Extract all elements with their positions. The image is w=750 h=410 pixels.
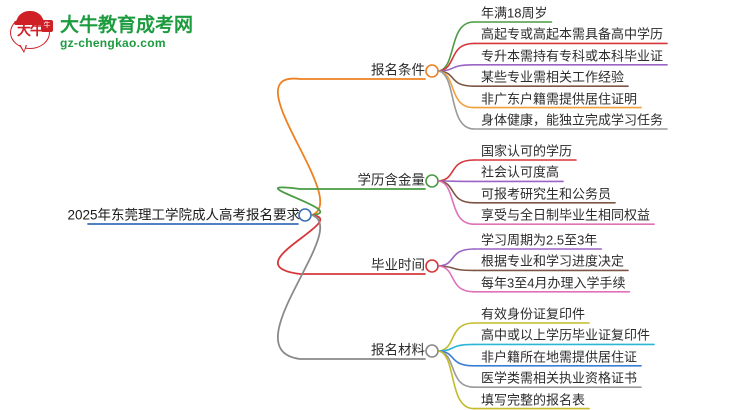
logo-title: 大牛教育成考网 xyxy=(60,14,194,36)
logo-cap-shape xyxy=(16,11,44,24)
leaf-label-2-3[interactable]: 可报考研究生和公务员 xyxy=(481,186,612,202)
logo-text-block: 大牛教育成考网 gz-chengkao.com xyxy=(60,15,193,50)
leaf-label-2-1[interactable]: 国家认可的学历 xyxy=(481,143,573,159)
leaf-label-1-5[interactable]: 非广东户籍需提供居住证明 xyxy=(481,91,638,107)
branch-label-1[interactable]: 报名条件 xyxy=(371,62,425,78)
leaf-label-1-1[interactable]: 年满18周岁 xyxy=(481,5,548,21)
leaf-label-1-4[interactable]: 某些专业需相关工作经验 xyxy=(481,69,625,85)
leaf-label-3-3[interactable]: 每年3至4月办理入学手续 xyxy=(481,275,626,291)
leaf-label-4-4[interactable]: 医学类需相关执业资格证书 xyxy=(481,370,638,386)
branch-label-4[interactable]: 报名材料 xyxy=(371,342,425,358)
root-topic-label[interactable]: 2025年东莞理工学院成人高考报名要求 xyxy=(67,207,300,223)
leaf-label-2-2[interactable]: 社会认可度高 xyxy=(481,164,560,180)
leaf-label-4-1[interactable]: 有效身份证复印件 xyxy=(481,306,586,322)
branch-label-2[interactable]: 学历含金量 xyxy=(357,172,426,188)
leaf-label-4-2[interactable]: 高中或以上学历毕业证复印件 xyxy=(481,327,651,343)
branch-label-3[interactable]: 毕业时间 xyxy=(371,257,425,273)
leaf-label-4-3[interactable]: 非户籍所在地需提供居住证 xyxy=(481,349,638,365)
logo-subtitle: gz-chengkao.com xyxy=(60,35,166,50)
leaf-label-2-4[interactable]: 享受与全日制毕业生相同权益 xyxy=(481,207,651,223)
leaf-label-3-2[interactable]: 根据专业和学习进度决定 xyxy=(481,253,625,269)
leaf-label-1-3[interactable]: 专升本需持有专科或本科毕业证 xyxy=(481,48,664,64)
logo-cap-band xyxy=(14,21,46,25)
logo-mark-icon: 大牛 牛 xyxy=(8,9,54,55)
leaf-label-1-2[interactable]: 高起专或高起本需具备高中学历 xyxy=(481,26,664,42)
leaf-label-4-5[interactable]: 填写完整的报名表 xyxy=(481,392,586,408)
leaf-label-3-1[interactable]: 学习周期为2.5至3年 xyxy=(481,232,598,248)
leaf-label-1-6[interactable]: 身体健康，能独立完成学习任务 xyxy=(481,112,664,128)
logo-bubble-tail-inner xyxy=(20,44,26,51)
site-logo: 大牛 牛 大牛教育成考网 gz-chengkao.com xyxy=(8,6,208,58)
logo-seal-badge: 牛 xyxy=(41,20,53,32)
logo-mark-text: 大牛 xyxy=(17,22,44,38)
